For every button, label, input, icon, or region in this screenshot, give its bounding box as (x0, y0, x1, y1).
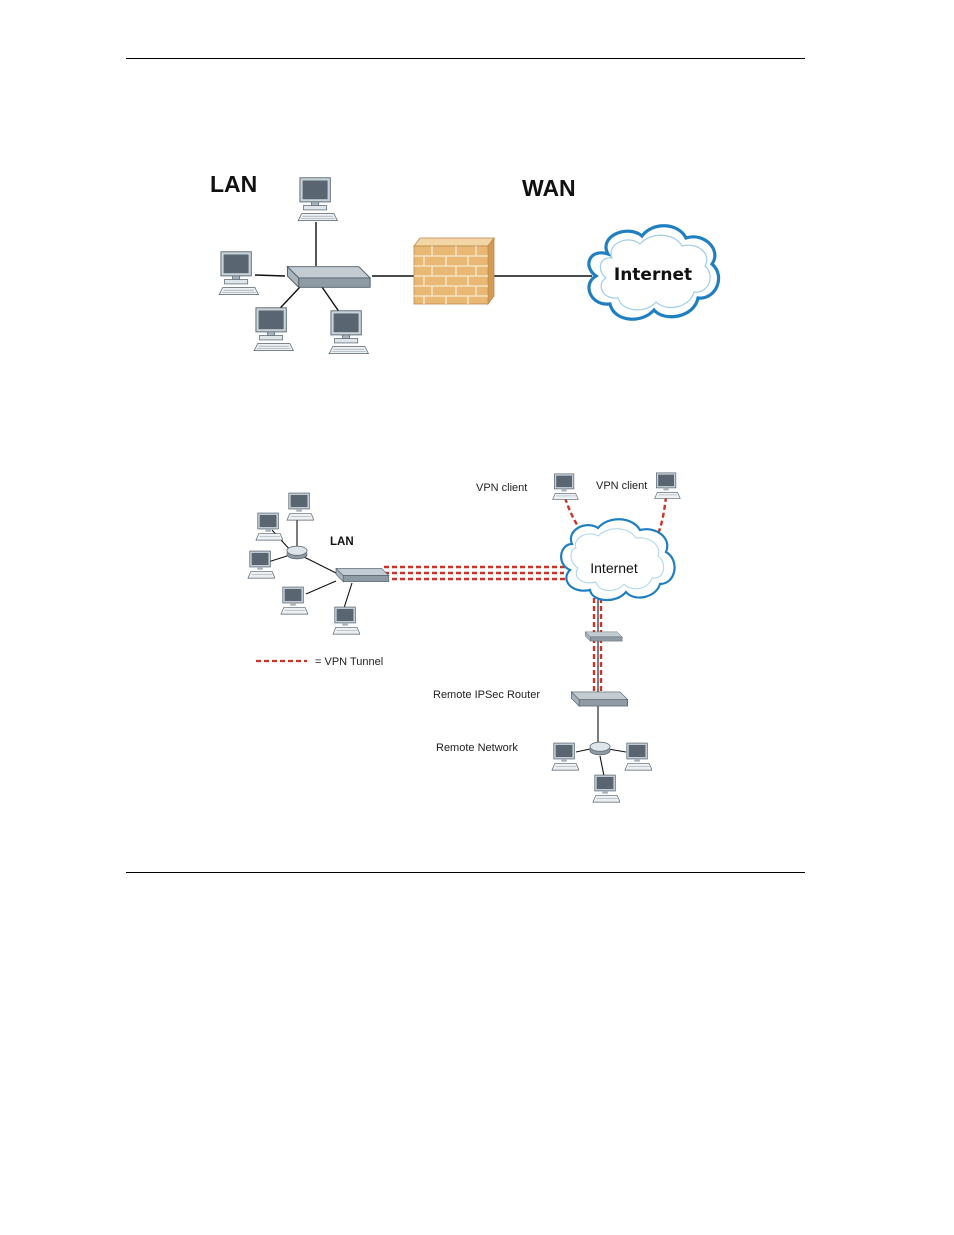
vpn-client-left-label: VPN client (476, 482, 527, 494)
hub-icon (590, 742, 610, 755)
remote-router-label: Remote IPSec Router (433, 689, 540, 701)
switch-icon (287, 267, 370, 288)
remote-network-label: Remote Network (436, 742, 518, 754)
remote-ipsec-router-icon (571, 692, 627, 706)
figure2-cloud-label: Internet (590, 560, 638, 576)
pc-icon (248, 551, 275, 578)
isp-router-icon (585, 632, 622, 641)
lan-router-icon (336, 568, 389, 581)
internet-cloud-icon: Internet (561, 519, 674, 600)
vpn-client-pc-icon (655, 473, 681, 499)
figure-1-lan-wan: LAN WAN (210, 171, 719, 354)
figure1-wan-label: WAN (522, 175, 576, 201)
firewall-icon (414, 238, 494, 304)
pc-icon (281, 587, 308, 614)
internet-cloud-icon: Internet (589, 226, 719, 319)
legend: = VPN Tunnel (256, 656, 383, 668)
pc-icon (287, 493, 314, 520)
pc-icon (552, 743, 579, 770)
vpn-client-pc-icon (553, 474, 579, 500)
pc-icon (625, 743, 652, 770)
pc-icon (329, 311, 368, 354)
pc-icon (254, 308, 293, 351)
pc-icon (333, 607, 360, 634)
hub-icon (287, 546, 307, 559)
vpn-client-right-label: VPN client (596, 480, 647, 492)
legend-text: = VPN Tunnel (315, 656, 383, 668)
figure2-lan-label: LAN (330, 536, 354, 548)
figure-2-vpn: LAN VPN client VPN client Internet Remot… (248, 473, 680, 802)
figure1-cloud-label: Internet (614, 265, 692, 285)
figure1-lan-label: LAN (210, 171, 257, 197)
pc-icon (593, 775, 620, 802)
pc-icon (256, 513, 283, 540)
pc-icon (219, 252, 258, 295)
pc-icon (298, 178, 337, 221)
